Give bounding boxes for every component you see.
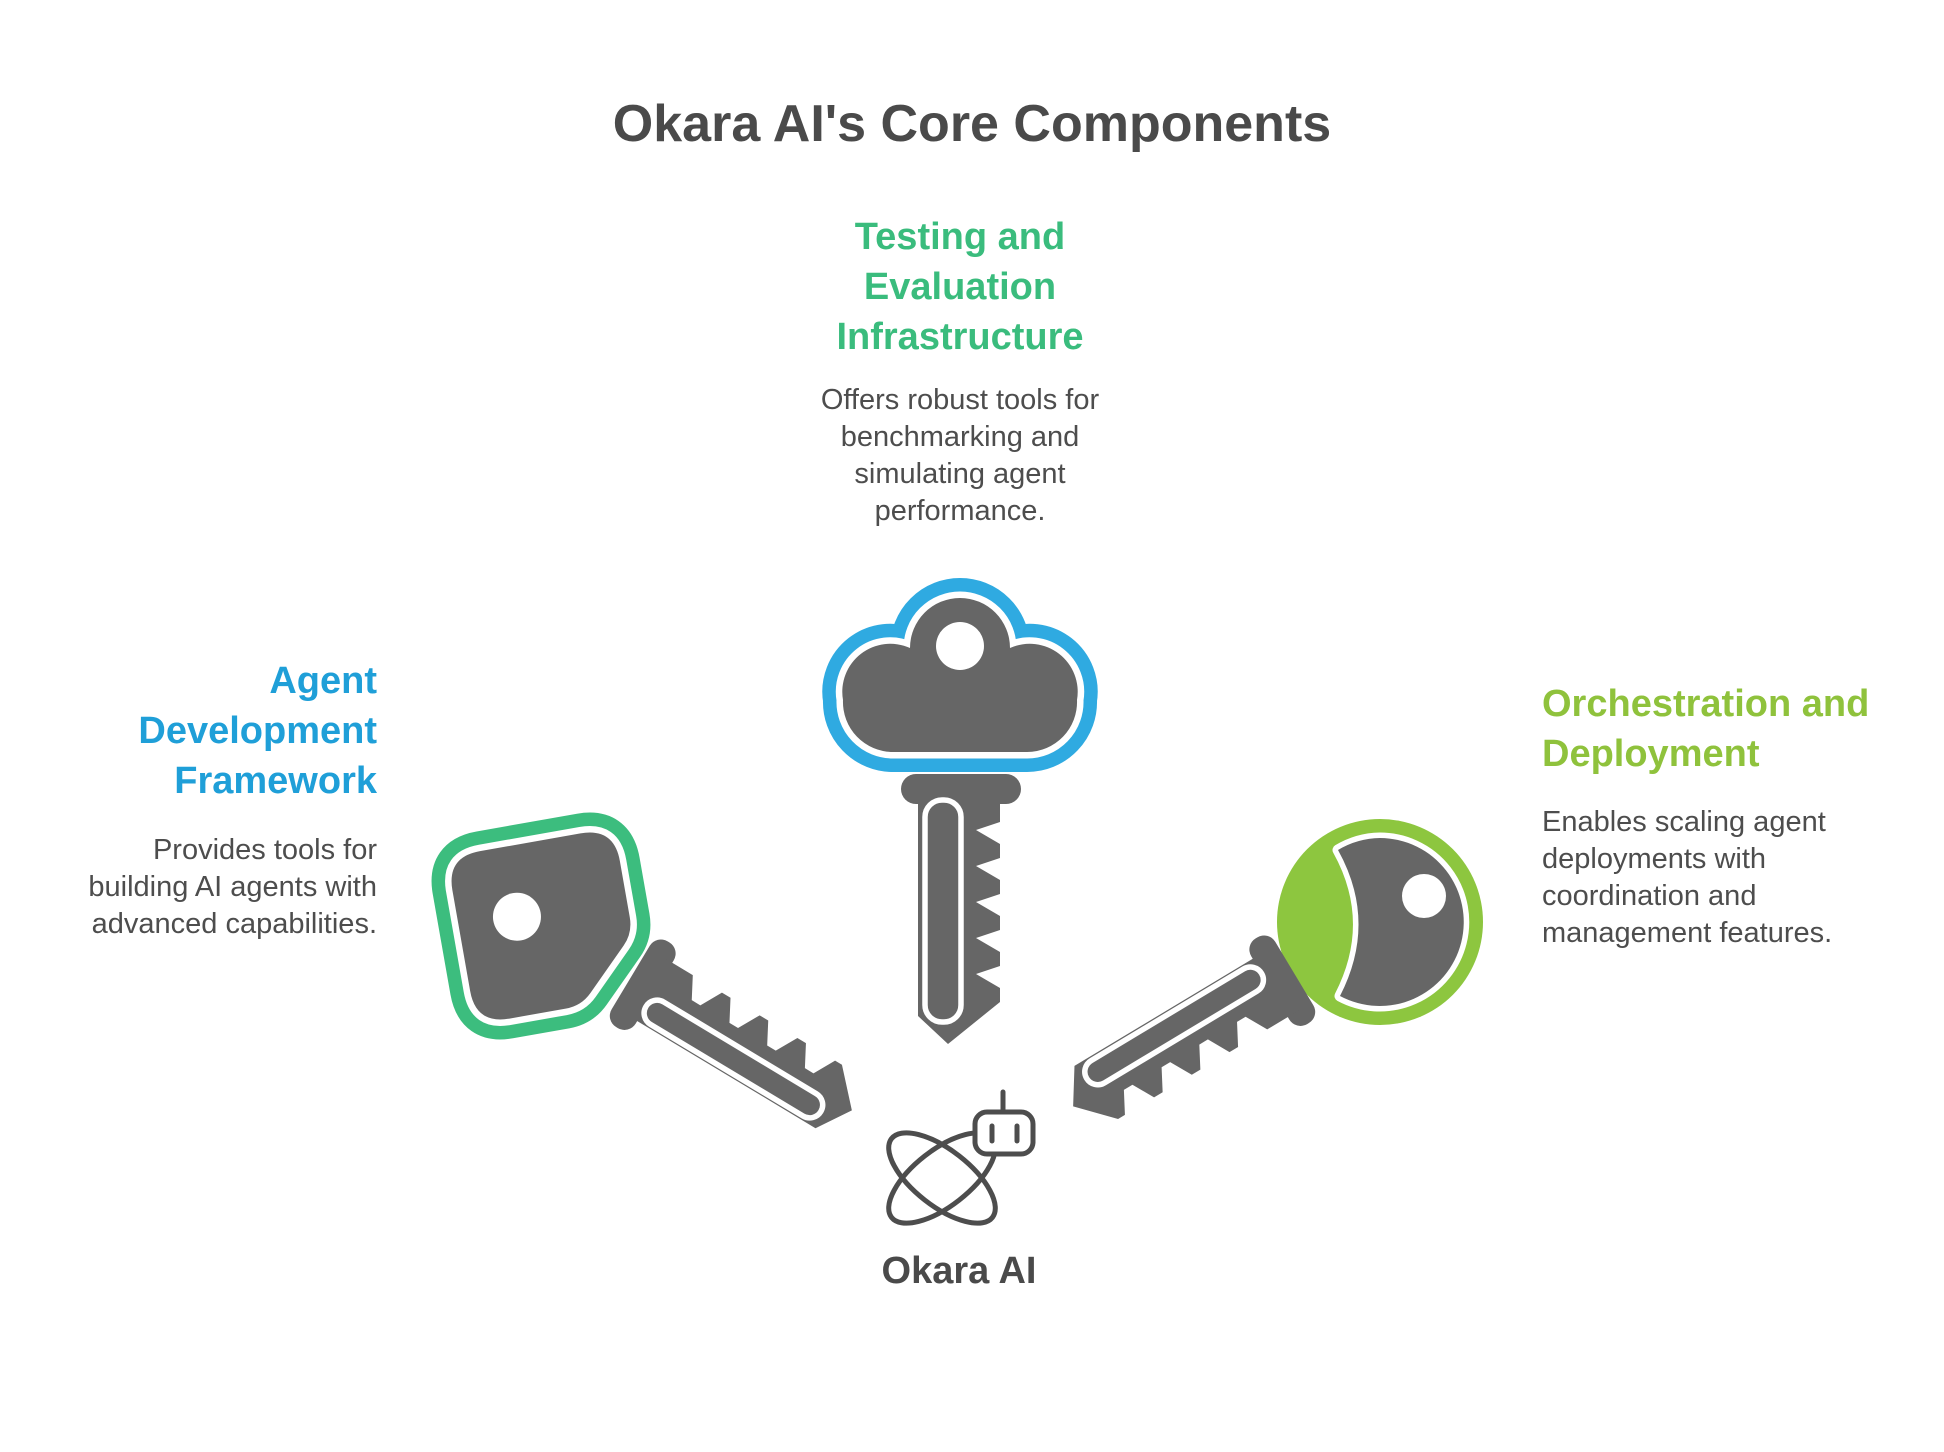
page-title: Okara AI's Core Components (612, 95, 1332, 153)
square-key-icon (380, 761, 913, 1213)
round-key-hole (1402, 874, 1446, 918)
section-testing-evaluation-heading: Testing and Evaluation Infrastructure (836, 216, 1084, 358)
section-testing-evaluation-description: Offers robust tools for benchmarking and… (820, 384, 1100, 527)
round-key-icon (1000, 819, 1483, 1227)
section-agent-development-description: Provides tools for building AI agents wi… (88, 834, 377, 940)
section-orchestration-deployment-heading: Orchestration and Deployment (1542, 683, 1870, 775)
round-key-shaft (1047, 931, 1320, 1150)
okara-logo-icon (886, 1089, 1036, 1226)
section-agent-development-heading: Agent Development Framework (138, 660, 377, 802)
robot-icon (972, 1089, 1036, 1157)
cloud-key-icon (842, 598, 1077, 1044)
section-testing-evaluation: Testing and Evaluation Infrastructure Of… (660, 212, 1260, 530)
square-key-hole (492, 892, 541, 941)
square-key-shaft (605, 935, 878, 1154)
cloud-key-hole (936, 622, 984, 670)
brand-label: Okara AI (881, 1250, 1037, 1292)
orbit-ellipse-icon (886, 1130, 998, 1226)
section-agent-development: Agent Development Framework Provides too… (37, 656, 377, 943)
section-orchestration-deployment-description: Enables scaling agent deployments with c… (1542, 806, 1833, 949)
section-orchestration-deployment: Orchestration and Deployment Enables sca… (1542, 679, 1944, 952)
